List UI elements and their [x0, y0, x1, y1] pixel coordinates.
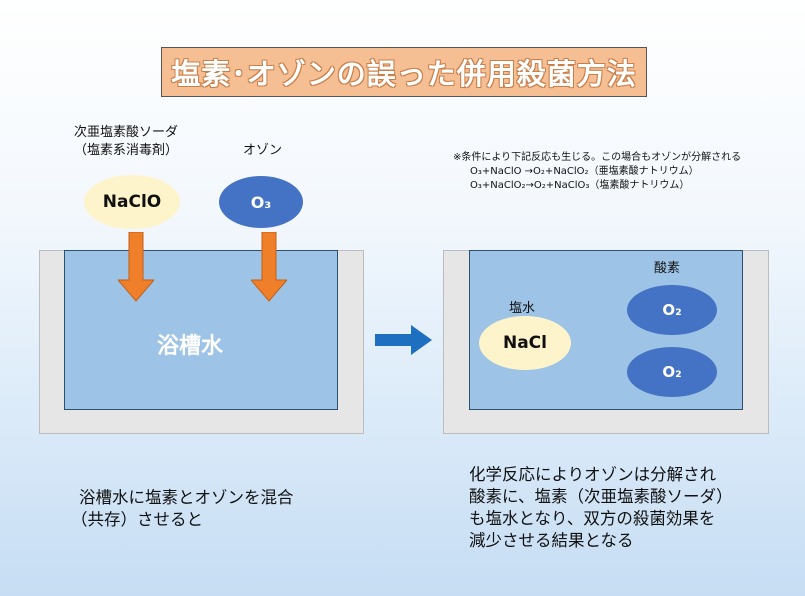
chlorine-label-line2: （塩素系消毒剤）: [74, 143, 179, 158]
oxygen-label: 酸素: [654, 261, 681, 276]
oxygen-chip: O₂: [627, 347, 717, 397]
left-caption-line2: （共存）させると: [71, 510, 203, 529]
salt-water-label: 塩水: [509, 301, 536, 316]
bath-water-label: 浴槽水: [157, 334, 224, 359]
right-caption: 化学反応によりオゾンは分解され 酸素に、塩素（次亜塩素酸ソーダ） も塩水となり、…: [469, 464, 733, 552]
page-title: 塩素･オゾンの誤った併用殺菌方法: [161, 47, 647, 97]
left-caption-line1: 浴槽水に塩素とオゾンを混合: [79, 488, 294, 507]
left-tank-water: [64, 250, 338, 410]
reaction-note-line1: ※条件により下記反応も生じる。この場合もオゾンが分解される: [453, 152, 742, 163]
chlorine-label-line1: 次亜塩素酸ソーダ: [74, 125, 179, 140]
right-caption-line3: も塩水となり、双方の殺菌効果を: [469, 509, 716, 528]
reaction-note-line2: O₃+NaClO →O₂+NaClO₂（亜塩素酸ナトリウム）: [470, 166, 699, 177]
chlorine-label: 次亜塩素酸ソーダ （塩素系消毒剤）: [74, 124, 178, 160]
ozone-label: オゾン: [243, 143, 283, 158]
right-caption-line4: 減少させる結果となる: [469, 531, 634, 550]
orange-down-arrow-icon: [251, 232, 287, 302]
naclo-chip: NaClO: [84, 175, 180, 229]
right-caption-line1: 化学反応によりオゾンは分解され: [469, 465, 717, 484]
nacl-chip: NaCl: [479, 316, 571, 370]
ozone-chip: O₃: [219, 176, 303, 228]
orange-down-arrow-icon: [118, 232, 154, 302]
blue-right-arrow-icon: [375, 325, 432, 355]
left-caption: 浴槽水に塩素とオゾンを混合 （共存）させると: [71, 487, 294, 531]
reaction-note: ※条件により下記反応も生じる。この場合もオゾンが分解される O₃+NaClO →…: [453, 151, 741, 193]
oxygen-chip: O₂: [627, 285, 717, 335]
reaction-note-line3: O₃+NaClO₂→O₂+NaClO₃（塩素酸ナトリウム）: [470, 180, 690, 191]
right-caption-line2: 酸素に、塩素（次亜塩素酸ソーダ）: [469, 487, 733, 506]
